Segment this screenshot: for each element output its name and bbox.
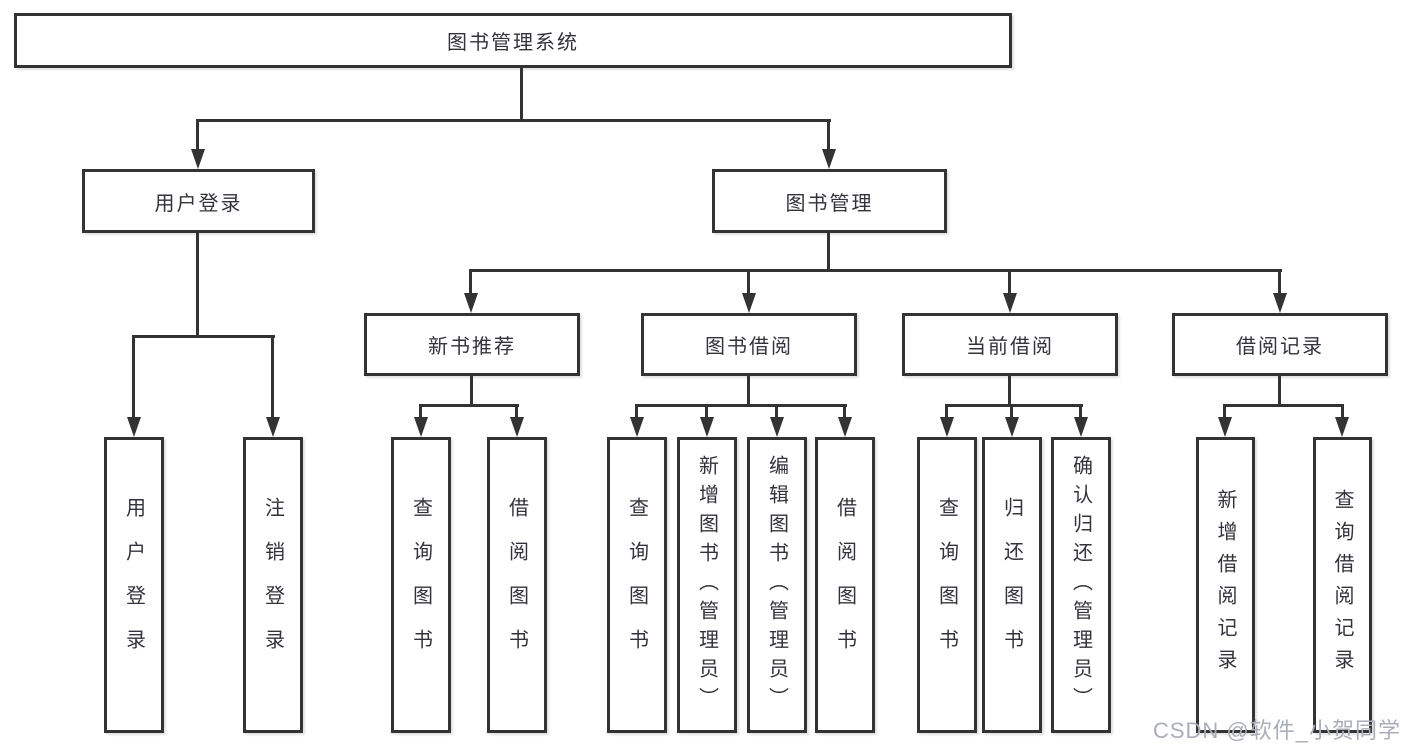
connector-drop	[635, 404, 638, 418]
connector-drop	[1008, 269, 1011, 293]
connector-drop	[1079, 404, 1082, 418]
leaf-return-books: 归还图书	[982, 437, 1042, 733]
node-borrow-records-label: 借阅记录	[1236, 336, 1324, 358]
connector-drop	[515, 404, 518, 418]
leaf-query-borrow-record-label: 查询借阅记录	[1331, 489, 1353, 681]
leaf-edit-book-admin-label: 编辑图书（管理员）	[765, 454, 788, 716]
arrow-down-icon	[700, 417, 714, 437]
connector-drop	[469, 269, 472, 293]
arrow-down-icon	[266, 417, 280, 437]
connector-drop	[843, 404, 846, 418]
connector-drop	[1341, 404, 1344, 418]
arrow-down-icon	[822, 149, 836, 169]
arrow-down-icon	[838, 417, 852, 437]
arrow-down-icon	[127, 417, 141, 437]
leaf-borrow-books: 借阅图书	[815, 437, 875, 733]
leaf-add-book-admin-label: 新增图书（管理员）	[695, 454, 718, 716]
watermark: CSDN @软件_小贺同学	[1152, 718, 1401, 743]
node-borrow-records: 借阅记录	[1172, 313, 1388, 376]
connector-level3-bus	[469, 269, 1282, 272]
connector-root-trunk	[520, 68, 523, 120]
leaf-query-books-borrow-label: 查询图书	[625, 497, 648, 673]
arrow-down-icon	[1218, 417, 1232, 437]
connector-trunk	[1278, 376, 1281, 406]
leaf-borrow-books-label: 借阅图书	[833, 497, 856, 673]
connector-user-login-bus	[132, 335, 275, 338]
node-user-login: 用户登录	[82, 169, 315, 233]
leaf-add-borrow-record-label: 新增借阅记录	[1214, 489, 1236, 681]
connector-drop	[1010, 404, 1013, 418]
arrow-down-icon	[940, 417, 954, 437]
leaf-add-book-admin: 新增图书（管理员）	[677, 437, 737, 733]
node-root: 图书管理系统	[14, 13, 1012, 68]
connector-level2-bus	[196, 119, 831, 122]
leaf-user-login-label: 用户登录	[122, 497, 145, 673]
leaf-borrow-books-recommend: 借阅图书	[487, 437, 547, 733]
connector-drop	[747, 269, 750, 293]
leaf-user-login: 用户登录	[104, 437, 164, 733]
connector-drop	[419, 404, 422, 418]
connector-drop	[132, 335, 135, 418]
arrow-down-icon	[464, 293, 478, 313]
connector-trunk	[1008, 376, 1011, 406]
node-book-management: 图书管理	[712, 169, 947, 233]
node-root-label: 图书管理系统	[447, 32, 579, 54]
connector-drop	[827, 119, 830, 150]
node-new-book-recommend: 新书推荐	[364, 313, 580, 376]
arrow-down-icon	[191, 149, 205, 169]
connector-trunk	[747, 376, 750, 406]
leaf-add-borrow-record: 新增借阅记录	[1196, 437, 1255, 733]
leaf-confirm-return-admin-label: 确认归还（管理员）	[1069, 454, 1092, 716]
arrow-down-icon	[414, 417, 428, 437]
node-book-borrow-label: 图书借阅	[705, 336, 793, 358]
arrow-down-icon	[630, 417, 644, 437]
arrow-down-icon	[1074, 417, 1088, 437]
arrow-down-icon	[742, 293, 756, 313]
arrow-down-icon	[1273, 293, 1287, 313]
leaf-borrow-books-recommend-label: 借阅图书	[505, 497, 528, 673]
connector-drop	[705, 404, 708, 418]
arrow-down-icon	[510, 417, 524, 437]
connector-drop	[945, 404, 948, 418]
node-user-login-label: 用户登录	[154, 192, 243, 215]
leaf-logout-label: 注销登录	[261, 497, 284, 673]
node-book-management-label: 图书管理	[785, 192, 874, 215]
leaf-confirm-return-admin: 确认归还（管理员）	[1051, 437, 1111, 733]
leaf-query-books-current: 查询图书	[917, 437, 977, 733]
arrow-down-icon	[1005, 417, 1019, 437]
connector-bus	[945, 404, 1083, 407]
node-current-borrow-label: 当前借阅	[966, 336, 1054, 358]
connector-user-login-trunk	[196, 233, 199, 337]
leaf-logout: 注销登录	[243, 437, 303, 733]
arrow-down-icon	[1003, 293, 1017, 313]
leaf-query-books-recommend-label: 查询图书	[409, 497, 432, 673]
connector-drop	[1223, 404, 1226, 418]
arrow-down-icon	[1335, 417, 1349, 437]
node-current-borrow: 当前借阅	[902, 313, 1118, 376]
connector-bus	[635, 404, 847, 407]
arrow-down-icon	[770, 417, 784, 437]
node-book-borrow: 图书借阅	[641, 313, 857, 376]
connector-trunk	[470, 376, 473, 406]
connector-bus	[1223, 404, 1344, 407]
connector-drop	[775, 404, 778, 418]
connector-drop	[271, 335, 274, 418]
connector-drop	[1278, 269, 1281, 293]
node-new-book-recommend-label: 新书推荐	[428, 336, 516, 358]
leaf-query-borrow-record: 查询借阅记录	[1313, 437, 1372, 733]
leaf-return-books-label: 归还图书	[1000, 497, 1023, 673]
connector-bus	[419, 404, 519, 407]
leaf-query-books-recommend: 查询图书	[391, 437, 451, 733]
connector-drop	[196, 119, 199, 150]
leaf-query-books-current-label: 查询图书	[935, 497, 958, 673]
leaf-query-books-borrow: 查询图书	[607, 437, 667, 733]
leaf-edit-book-admin: 编辑图书（管理员）	[747, 437, 807, 733]
connector-book-mgmt-trunk	[827, 233, 830, 271]
